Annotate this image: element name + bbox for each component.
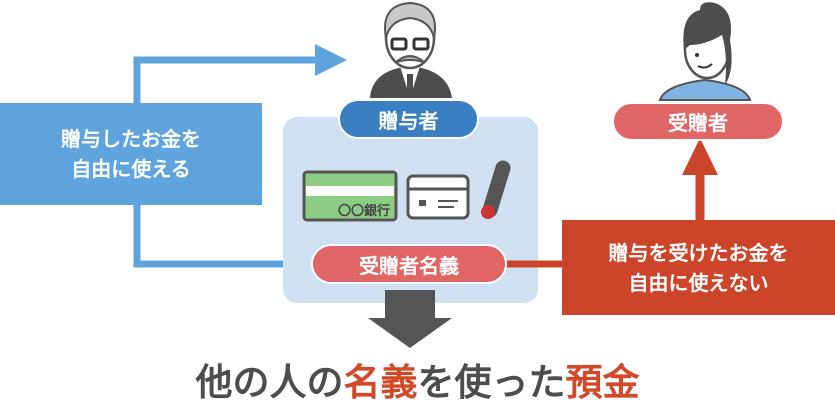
page-title: 他の人の名義を使った預金 (0, 352, 835, 406)
title-part4: 預金 (565, 361, 640, 404)
title-part2: 名義 (343, 361, 418, 404)
title-part3: を使った (417, 361, 566, 404)
bankbook-text: 〇〇銀行 (338, 203, 390, 219)
blue-arrow-line (133, 56, 318, 104)
giver-box-line2: 自由に使える (71, 157, 191, 181)
account-name-label: 受贈者名義 (311, 244, 507, 284)
down-arrow (368, 290, 452, 348)
recipient-label: 受贈者 (612, 102, 784, 141)
blue-bottom-line (133, 204, 318, 268)
title-part1: 他の人の (195, 361, 344, 404)
recipient-box-line2: 自由に使えない (628, 270, 769, 295)
recipient-cannot-use-box: 贈与を受けたお金を 自由に使えない (562, 220, 835, 315)
bankbook-icon: 〇〇銀行 (302, 170, 398, 222)
giver-avatar-icon (370, 1, 452, 98)
recipient-avatar-icon (658, 2, 752, 101)
red-arrow-head (682, 138, 718, 175)
recipient-box-line1: 贈与を受けたお金を (608, 240, 789, 265)
blue-arrow-head (315, 44, 347, 76)
giver-can-use-box: 贈与したお金を 自由に使える (0, 103, 262, 205)
seal-stamp-icon (481, 160, 511, 219)
giver-box-line1: 贈与したお金を (61, 127, 201, 151)
giver-label: 贈与者 (338, 99, 479, 139)
cash-card-icon (406, 174, 470, 220)
